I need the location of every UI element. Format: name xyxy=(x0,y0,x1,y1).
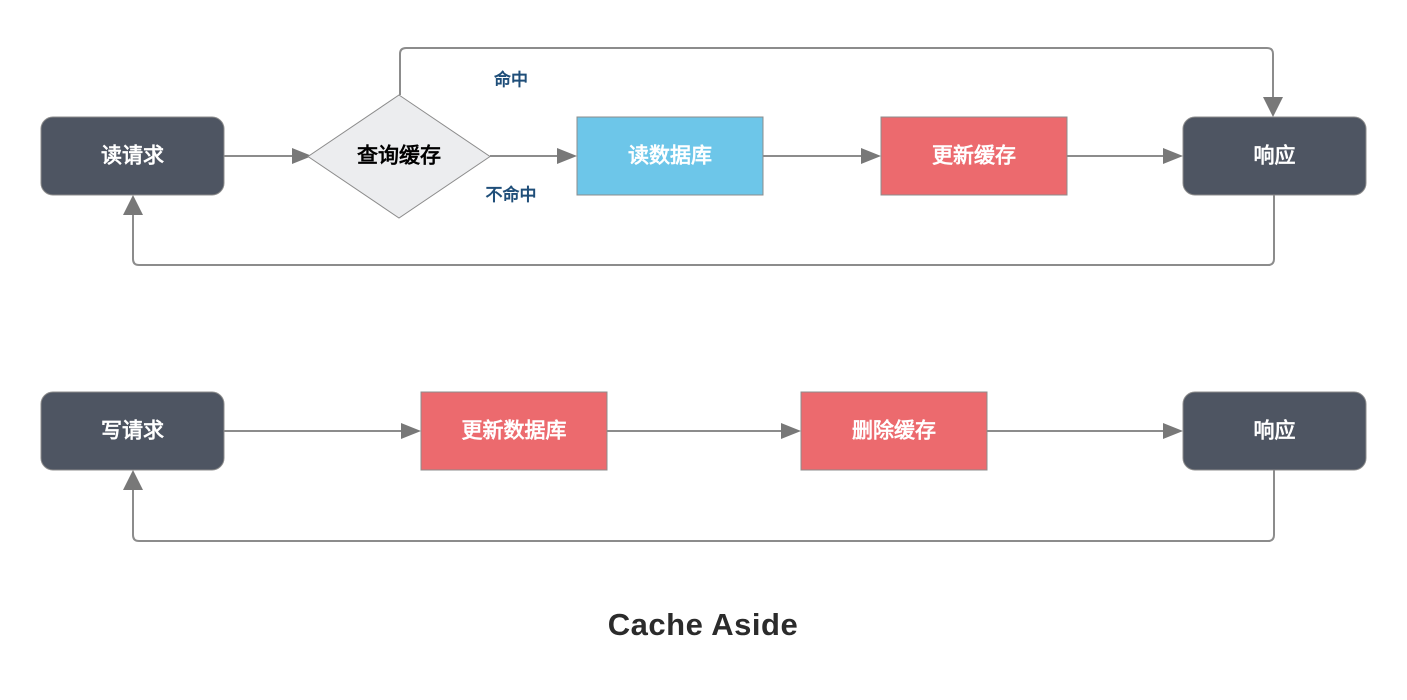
node-read-request-label: 读请求 xyxy=(101,144,164,168)
node-response-read[interactable]: 响应 xyxy=(1182,116,1367,196)
edge-read-database-to-update-cache xyxy=(763,148,881,164)
node-response-read-shape xyxy=(1182,116,1367,196)
node-response-write-label: 响应 xyxy=(1254,419,1296,443)
node-read-database-shape xyxy=(576,116,764,196)
node-response-read-label: 响应 xyxy=(1254,144,1296,168)
node-response-write-shape xyxy=(1182,391,1367,471)
node-read-request-shape xyxy=(40,116,225,196)
node-delete-cache-shape xyxy=(800,391,988,471)
node-update-cache-label: 更新缓存 xyxy=(932,144,1016,168)
edge-update-cache-to-response xyxy=(1067,148,1183,164)
node-update-cache-shape xyxy=(880,116,1068,196)
node-query-cache[interactable]: 查询缓存 xyxy=(307,94,491,219)
edge-response-to-read-request-loop xyxy=(123,195,1275,266)
edge-response-to-write-request-loop xyxy=(123,470,1275,542)
edge-cache-hit-to-response xyxy=(399,47,1283,117)
node-update-database[interactable]: 更新数据库 xyxy=(420,391,608,471)
edge-label-cache-hit: 命中 xyxy=(493,69,528,89)
diagram-title: Cache Aside xyxy=(608,607,798,642)
edge-label-cache-miss: 不命中 xyxy=(486,184,537,204)
node-write-request-shape xyxy=(40,391,225,471)
edge-update-database-to-delete-cache xyxy=(607,423,801,439)
node-read-database-label: 读数据库 xyxy=(628,144,712,168)
node-write-request[interactable]: 写请求 xyxy=(40,391,225,471)
node-delete-cache[interactable]: 删除缓存 xyxy=(800,391,988,471)
node-read-database[interactable]: 读数据库 xyxy=(576,116,764,196)
edge-query-cache-to-read-database xyxy=(490,148,577,164)
node-query-cache-shape xyxy=(307,94,491,219)
node-update-database-label: 更新数据库 xyxy=(462,419,567,443)
node-write-request-label: 写请求 xyxy=(101,419,164,443)
node-update-database-shape xyxy=(420,391,608,471)
node-read-request[interactable]: 读请求 xyxy=(40,116,225,196)
edge-read-request-to-query-cache xyxy=(224,148,312,164)
node-delete-cache-label: 删除缓存 xyxy=(852,419,936,443)
edge-delete-cache-to-response xyxy=(987,423,1183,439)
node-query-cache-label: 查询缓存 xyxy=(357,144,441,168)
edge-write-request-to-update-database xyxy=(224,423,421,439)
node-update-cache[interactable]: 更新缓存 xyxy=(880,116,1068,196)
node-response-write[interactable]: 响应 xyxy=(1182,391,1367,471)
